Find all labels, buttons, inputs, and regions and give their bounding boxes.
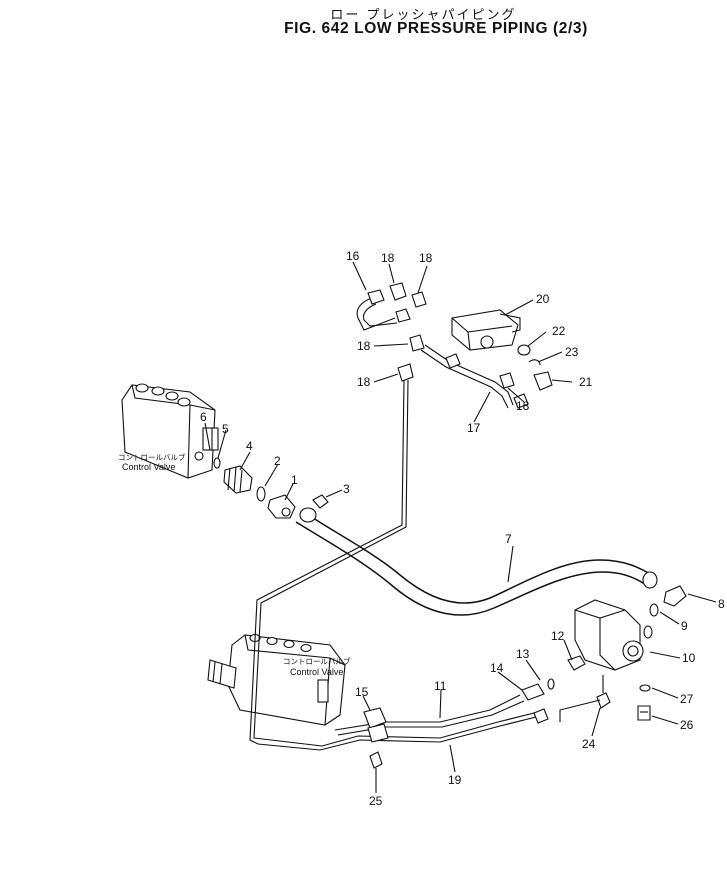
connector-4 bbox=[223, 465, 253, 494]
callout-12: 12 bbox=[551, 629, 565, 643]
callout-18-d: 18 bbox=[357, 375, 371, 389]
callout-18-a: 18 bbox=[381, 251, 395, 265]
control-valve-upper-label-jp: コントロールバルブ bbox=[118, 452, 186, 462]
callout-18-c: 18 bbox=[357, 339, 371, 353]
figure-title-japanese: ロー プレッシャパイピング bbox=[330, 8, 517, 23]
callout-18-e: 18 bbox=[516, 399, 530, 413]
callout-6: 6 bbox=[200, 410, 207, 424]
callout-17: 17 bbox=[467, 421, 481, 435]
callout-22: 22 bbox=[552, 324, 566, 338]
figure-title: FIG. 642 LOW PRESSURE PIPING (2/3) bbox=[284, 20, 588, 37]
callout-14: 14 bbox=[490, 661, 504, 675]
callout-16: 16 bbox=[346, 249, 360, 263]
callout-3: 3 bbox=[343, 482, 350, 496]
callout-13: 13 bbox=[516, 647, 530, 661]
block-20 bbox=[451, 309, 521, 351]
callout-18-b: 18 bbox=[419, 251, 433, 265]
callout-4: 4 bbox=[246, 439, 253, 453]
control-valve-lower-label-jp: コントロールバルブ bbox=[283, 656, 351, 666]
tube-16 bbox=[356, 289, 411, 331]
callout-7: 7 bbox=[505, 532, 512, 546]
leader-lines bbox=[204, 261, 717, 793]
elbow-1 bbox=[267, 494, 296, 519]
callout-20: 20 bbox=[536, 292, 550, 306]
callout-9: 9 bbox=[681, 619, 688, 633]
callout-26: 26 bbox=[680, 718, 694, 732]
callout-21: 21 bbox=[579, 375, 593, 389]
callout-15: 15 bbox=[355, 685, 369, 699]
callout-1: 1 bbox=[291, 473, 298, 487]
callout-19: 19 bbox=[448, 773, 462, 787]
callout-5: 5 bbox=[222, 422, 229, 436]
control-valve-upper bbox=[121, 383, 216, 479]
control-valve-lower-label-en: Control Valve bbox=[290, 667, 343, 677]
callout-numbers: 16 18 18 20 22 23 21 18 18 17 18 6 5 4 2… bbox=[200, 249, 725, 808]
control-valve-lower bbox=[207, 633, 346, 726]
valve-block-10 bbox=[574, 599, 653, 671]
hose-7 bbox=[295, 507, 658, 616]
callout-24: 24 bbox=[582, 737, 596, 751]
callout-25: 25 bbox=[369, 794, 383, 808]
control-valve-upper-label-en: Control Valve bbox=[122, 462, 175, 472]
callout-8: 8 bbox=[718, 597, 725, 611]
callout-23: 23 bbox=[565, 345, 579, 359]
callout-11: 11 bbox=[434, 679, 447, 693]
callout-27: 27 bbox=[680, 692, 694, 706]
callout-2: 2 bbox=[274, 454, 281, 468]
callout-10: 10 bbox=[682, 651, 696, 665]
